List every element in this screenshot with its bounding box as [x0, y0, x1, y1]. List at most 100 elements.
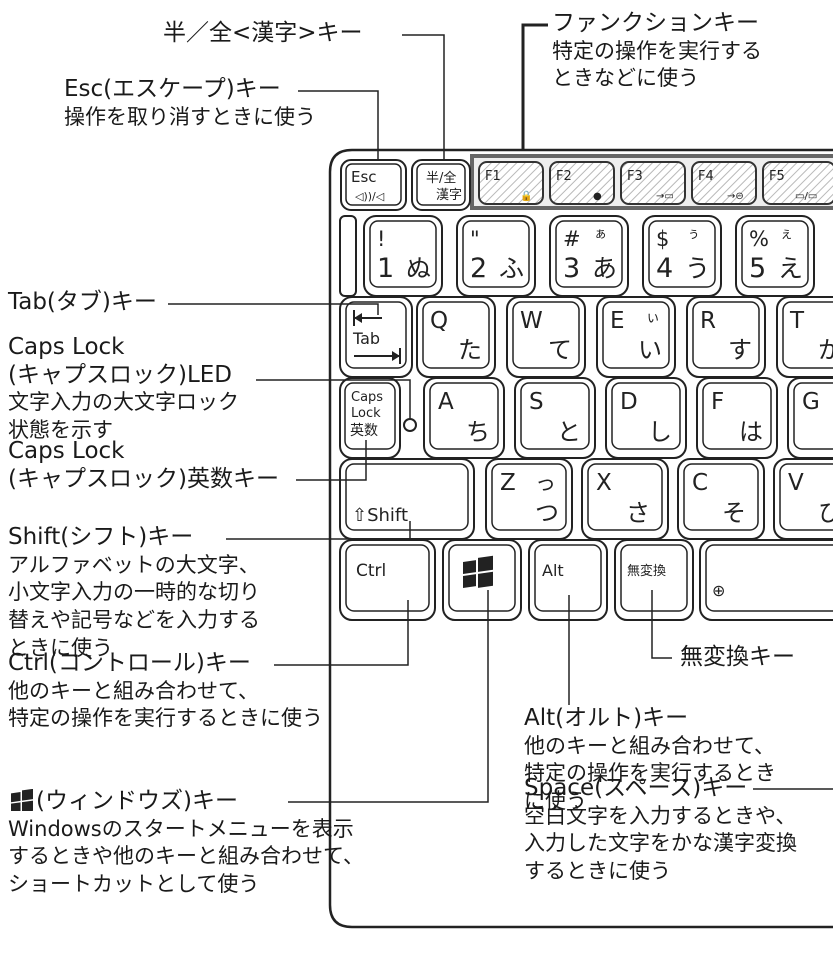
annotation-capslock-key-title-2: (キャプスロック)英数キー — [8, 465, 279, 492]
number-row: ! 1 ぬ " 2 ふ # ぁ 3 あ $ ぅ 4 う — [339, 215, 815, 297]
key-c[interactable]: C そ — [677, 458, 765, 540]
key-3[interactable]: # ぁ 3 あ — [549, 215, 629, 297]
key-q[interactable]: Q た — [416, 296, 496, 378]
annotation-esc: Esc(エスケープ)キー 操作を取り消すときに使う — [64, 76, 316, 131]
annotation-ctrl-desc-2: 特定の操作を実行するときに使う — [8, 706, 323, 731]
esc-key[interactable]: Esc ◁))/◁ — [340, 159, 407, 211]
leader-esc — [298, 90, 379, 160]
annotation-ctrl-desc-1: 他のキーと組み合わせて、 — [8, 678, 259, 703]
annotation-esc-desc-1: 操作を取り消すときに使う — [64, 104, 316, 129]
key-t[interactable]: T か — [776, 296, 833, 378]
leader-ctrl — [274, 600, 409, 666]
f1-key[interactable]: F1 🔒 — [478, 161, 544, 205]
annotation-windows: (ウィンドウズ)キー Windowsのスタートメニューを表示 するときや他のキー… — [8, 788, 364, 899]
key-v-kana: ひ — [818, 499, 833, 527]
shift-key[interactable]: ⇧Shift — [339, 458, 475, 540]
key-e-letter: E — [610, 308, 625, 334]
zoom-icon: ⊕ — [712, 581, 725, 600]
annotation-capslock-key: Caps Lock (キャプスロック)英数キー — [8, 438, 279, 493]
muhenkan-key[interactable]: 無変換 — [614, 539, 694, 621]
annotation-capslock-led: Caps Lock (キャプスロック)LED 文字入力の大文字ロック 状態を示す — [8, 334, 239, 445]
key-g[interactable]: G き — [787, 377, 833, 459]
key-e-kana-small: ぃ — [646, 310, 660, 326]
alt-key-label: Alt — [542, 561, 564, 580]
f3-key[interactable]: F3 →▭ — [620, 161, 686, 205]
key-1-number: 1 — [377, 253, 394, 284]
annotation-alt-desc-1: 他のキーと組み合わせて、 — [524, 733, 775, 758]
key-1-shift: ! — [377, 227, 385, 251]
key-c-letter: C — [692, 470, 708, 496]
key-3-kana: あ — [592, 254, 617, 283]
alt-key[interactable]: Alt — [528, 539, 608, 621]
key-e[interactable]: E ぃ い — [596, 296, 676, 378]
annotation-alt-desc-2: 特定の操作を実行するとき — [524, 761, 776, 786]
annotation-tab: Tab(タブ)キー — [8, 289, 157, 317]
key-1[interactable]: ! 1 ぬ — [363, 215, 443, 297]
annotation-space: Space(スペース)キー 空白文字を入力するときや、 入力した文字をかな漢字変… — [524, 775, 797, 886]
key-2[interactable]: " 2 ふ — [456, 215, 536, 297]
key-x-letter: X — [596, 470, 612, 496]
leader-caps-led — [256, 379, 411, 419]
annotation-hankaku: 半／全<漢字>キー — [163, 20, 363, 48]
key-q-letter: Q — [430, 308, 448, 334]
key-s[interactable]: S と — [514, 377, 596, 459]
hankaku-key-label: 半/全 — [426, 170, 456, 186]
caps-key-label-3: 英数 — [350, 422, 378, 439]
key-v[interactable]: V ひ — [773, 458, 833, 540]
leader-tab — [168, 303, 379, 315]
key-z-letter: Z — [500, 470, 516, 496]
hankaku-zenkaku-key[interactable]: 半/全 漢字 — [411, 159, 471, 211]
space-key[interactable]: ⊕ — [699, 539, 833, 621]
annotation-space-title: Space(スペース)キー — [524, 775, 748, 801]
zxcv-row: ⇧Shift Z っ つ X さ C そ V ひ — [339, 458, 833, 540]
key-q-kana: た — [458, 336, 482, 364]
ctrl-key-label: Ctrl — [356, 561, 386, 581]
key-f-letter: F — [711, 389, 724, 415]
key-2-number: 2 — [470, 253, 487, 284]
key-f[interactable]: F は — [696, 377, 778, 459]
volume-icon: ◁))/◁ — [355, 190, 385, 203]
annotation-shift: Shift(シフト)キー アルファベットの大文字、 小文字入力の一時的な切り 替… — [8, 524, 260, 662]
f2-key[interactable]: F2 ● — [549, 161, 615, 205]
annotation-shift-desc-3: 替えや記号などを入力する — [8, 608, 260, 633]
key-z-kana-small: っ — [535, 471, 556, 495]
key-x[interactable]: X さ — [581, 458, 669, 540]
ctrl-key[interactable]: Ctrl — [339, 539, 436, 621]
f5-key[interactable]: F5 ▭/▭ — [762, 161, 833, 205]
key-w[interactable]: W て — [506, 296, 586, 378]
annotation-capslock-led-title-2: (キャプスロック)LED — [8, 361, 233, 388]
annotation-space-desc-3: するときに使う — [524, 859, 671, 884]
key-d[interactable]: D し — [605, 377, 687, 459]
key-a[interactable]: A ち — [423, 377, 505, 459]
key-v-letter: V — [788, 470, 804, 496]
windows-key[interactable] — [442, 539, 522, 621]
windows-logo-icon — [463, 555, 493, 588]
kanji-key-label: 漢字 — [436, 188, 462, 203]
hibernate-icon: →⊖ — [727, 191, 744, 202]
annotation-muhenkan-title: 無変換キー — [680, 644, 795, 670]
key-z[interactable]: Z っ つ — [485, 458, 573, 540]
annotation-windows-desc-2: するときや他のキーと組み合わせて、 — [8, 844, 364, 869]
leader-windows — [288, 590, 489, 803]
key-r-letter: R — [700, 308, 716, 334]
esc-key-label: Esc — [351, 168, 377, 186]
muhenkan-key-label: 無変換 — [627, 563, 666, 579]
caps-lock-key[interactable]: Caps Lock 英数 — [339, 377, 401, 459]
key-a-kana: ち — [466, 418, 490, 446]
annotation-alt-desc-3: に使う — [524, 789, 587, 814]
key-r[interactable]: R す — [686, 296, 766, 378]
key-5[interactable]: % ぇ 5 え — [735, 215, 815, 297]
shift-key-label: ⇧Shift — [352, 505, 408, 526]
key-5-kana: え — [778, 254, 803, 283]
f5-key-label: F5 — [769, 169, 785, 184]
annotation-function-desc-1: 特定の操作を実行する — [552, 38, 762, 63]
leader-muhenkan — [651, 590, 672, 659]
tab-key[interactable]: Tab — [339, 296, 413, 378]
f4-key[interactable]: F4 →⊖ — [691, 161, 757, 205]
key-4[interactable]: $ ぅ 4 う — [642, 215, 722, 297]
key-w-kana: て — [548, 336, 572, 364]
key-t-letter: T — [789, 308, 805, 334]
annotation-tab-title: Tab(タブ)キー — [8, 289, 157, 315]
leader-caps-key — [296, 440, 367, 481]
